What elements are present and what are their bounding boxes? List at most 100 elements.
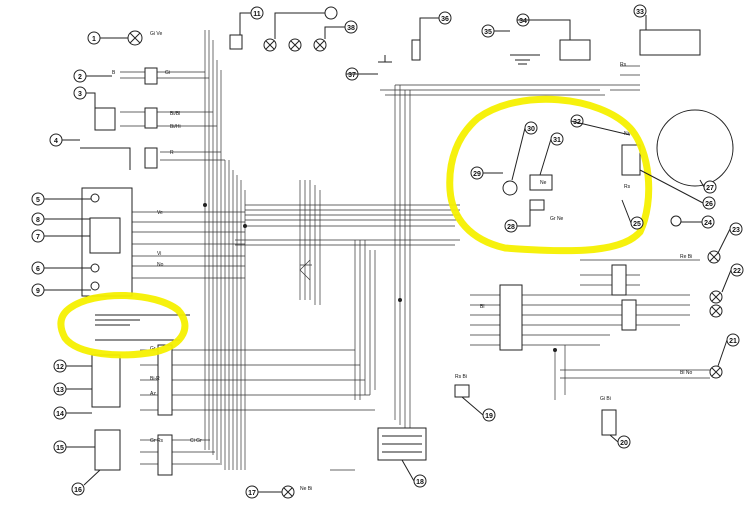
svg-text:22: 22 bbox=[733, 268, 741, 275]
callout-4: 4 bbox=[49, 133, 63, 147]
regulator-26 bbox=[621, 144, 641, 176]
svg-text:Ve: Ve bbox=[157, 210, 163, 216]
svg-text:33: 33 bbox=[636, 9, 644, 16]
svg-text:Bl No: Bl No bbox=[680, 370, 692, 376]
svg-text:30: 30 bbox=[527, 126, 535, 133]
svg-text:Ne: Ne bbox=[540, 180, 547, 186]
horn-37 bbox=[378, 55, 392, 63]
svg-text:Gi Bi: Gi Bi bbox=[600, 396, 611, 402]
component-36 bbox=[411, 39, 421, 61]
svg-text:5: 5 bbox=[36, 197, 40, 204]
callout-5: 5 bbox=[31, 192, 45, 206]
svg-text:1: 1 bbox=[92, 36, 96, 43]
svg-text:Ci Gr: Ci Gr bbox=[190, 438, 202, 444]
switch-block-12-14 bbox=[91, 354, 121, 408]
key-switch-11 bbox=[229, 34, 243, 50]
callout-8: 8 bbox=[31, 212, 45, 226]
connector-left-2 bbox=[157, 434, 173, 476]
svg-text:Gr Ne: Gr Ne bbox=[550, 216, 564, 222]
svg-text:11: 11 bbox=[253, 11, 261, 18]
callout-6: 6 bbox=[31, 261, 45, 275]
callout-15: 15 bbox=[53, 440, 67, 454]
callout-33: 33 bbox=[633, 4, 647, 18]
sensor-29 bbox=[502, 180, 518, 196]
callout-24: 24 bbox=[701, 215, 715, 229]
highlight-left bbox=[57, 291, 189, 359]
svg-text:38: 38 bbox=[347, 25, 355, 32]
component-4 bbox=[80, 147, 131, 170]
svg-text:7: 7 bbox=[36, 234, 40, 241]
svg-text:Gi Ve: Gi Ve bbox=[150, 31, 162, 37]
svg-text:29: 29 bbox=[473, 171, 481, 178]
highlight-annotations bbox=[57, 95, 653, 359]
svg-text:Bi/Bl: Bi/Bl bbox=[170, 111, 180, 117]
svg-text:Rs Bi: Rs Bi bbox=[455, 374, 467, 380]
svg-text:28: 28 bbox=[507, 224, 515, 231]
callout-22: 22 bbox=[730, 263, 744, 277]
starter-relay-34 bbox=[559, 39, 591, 61]
svg-text:36: 36 bbox=[441, 16, 449, 23]
svg-text:26: 26 bbox=[705, 201, 713, 208]
svg-text:Bl: Bl bbox=[480, 304, 484, 310]
svg-text:27: 27 bbox=[706, 185, 714, 192]
svg-text:Bi/Hi: Bi/Hi bbox=[170, 124, 181, 130]
connector-right-1 bbox=[499, 284, 523, 351]
callout-25: 25 bbox=[630, 216, 644, 230]
svg-text:2: 2 bbox=[78, 74, 82, 81]
svg-text:34: 34 bbox=[519, 18, 527, 25]
alternator-27 bbox=[656, 109, 734, 187]
svg-text:Gi: Gi bbox=[165, 70, 170, 76]
callout-18: 18 bbox=[413, 474, 427, 488]
callout-11: 11 bbox=[250, 6, 264, 20]
svg-text:3: 3 bbox=[78, 91, 82, 98]
svg-text:Gr Rs: Gr Rs bbox=[150, 438, 164, 444]
svg-text:Vi: Vi bbox=[157, 251, 161, 257]
callout-7: 7 bbox=[31, 229, 45, 243]
callout-35: 35 bbox=[481, 24, 495, 38]
connector-2 bbox=[144, 67, 158, 85]
svg-text:8: 8 bbox=[36, 217, 40, 224]
callout-20: 20 bbox=[617, 435, 631, 449]
callout-21: 21 bbox=[726, 333, 740, 347]
callout-19: 19 bbox=[482, 408, 496, 422]
display-7 bbox=[89, 217, 121, 254]
wire-harness bbox=[120, 30, 710, 471]
callout-9: 9 bbox=[31, 283, 45, 297]
svg-text:24: 24 bbox=[704, 220, 712, 227]
callout-12: 12 bbox=[53, 359, 67, 373]
callout-14: 14 bbox=[53, 406, 67, 420]
svg-text:25: 25 bbox=[633, 221, 641, 228]
callout-13: 13 bbox=[53, 382, 67, 396]
callout-31: 31 bbox=[550, 132, 564, 146]
callout-26: 26 bbox=[702, 196, 716, 210]
svg-text:20: 20 bbox=[620, 440, 628, 447]
svg-text:23: 23 bbox=[732, 227, 740, 234]
svg-text:15: 15 bbox=[56, 445, 64, 452]
callout-29: 29 bbox=[470, 166, 484, 180]
svg-text:18: 18 bbox=[416, 479, 424, 486]
callout-2: 2 bbox=[73, 69, 87, 83]
lamp-24 bbox=[670, 215, 682, 227]
svg-text:Az: Az bbox=[150, 391, 156, 397]
callout-3: 3 bbox=[73, 86, 87, 100]
svg-text:19: 19 bbox=[485, 413, 493, 420]
callout-17: 17 bbox=[245, 485, 259, 499]
connector-4 bbox=[144, 147, 158, 169]
callout-36: 36 bbox=[438, 11, 452, 25]
connector-19 bbox=[454, 384, 470, 398]
components bbox=[80, 29, 734, 499]
connector-3 bbox=[144, 107, 158, 129]
svg-text:17: 17 bbox=[248, 490, 256, 497]
switch-block-15 bbox=[94, 429, 121, 471]
connector-right-3 bbox=[621, 299, 637, 331]
svg-text:21: 21 bbox=[729, 338, 737, 345]
connector-33 bbox=[639, 29, 701, 56]
svg-text:16: 16 bbox=[74, 487, 82, 494]
switch-3 bbox=[94, 107, 116, 131]
highlight-right bbox=[446, 95, 653, 255]
svg-text:B: B bbox=[112, 70, 116, 76]
callouts: 1 2 3 4 5 8 7 6 9 12 13 14 15 16 11 38 3… bbox=[31, 4, 744, 499]
callout-23: 23 bbox=[729, 222, 743, 236]
switch-stop bbox=[95, 314, 190, 341]
